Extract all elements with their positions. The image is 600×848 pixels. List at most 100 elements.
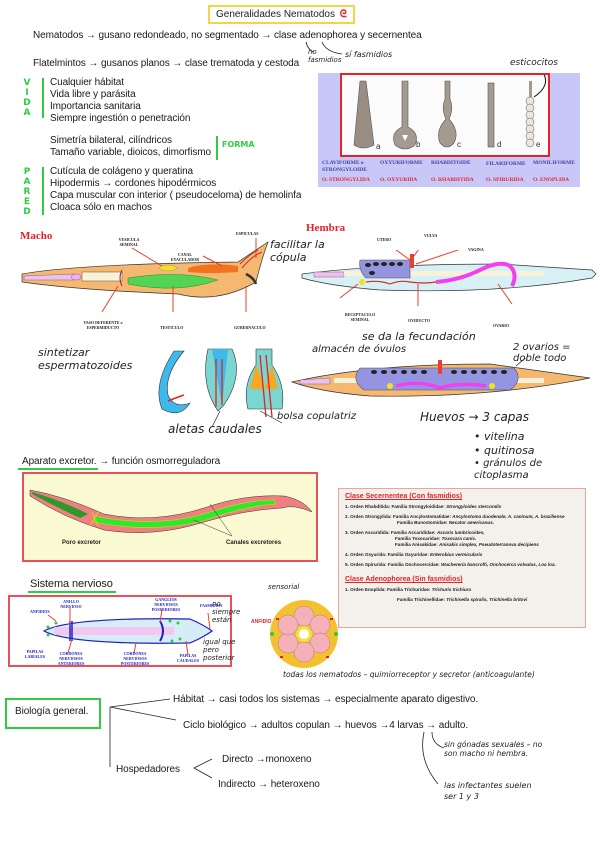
excretor-underline: [18, 468, 98, 470]
secernentea-title: Clase Secernentea (Con fasmidios): [345, 493, 463, 500]
label-utero: UTERO: [377, 237, 392, 242]
label-vesicula: VESICULA SEMINAL: [118, 237, 140, 247]
esophagus-figure: a b c d e CLAVIFORME o STRONGYLOIDE O. S…: [318, 70, 580, 187]
note-sensorial: sensorial: [268, 583, 300, 591]
worm-doodle-icon: ᘓ: [339, 9, 347, 20]
huevos-item-text: vitelina: [484, 430, 525, 443]
note-no-siempre: no siempre están: [212, 600, 241, 624]
class-row-lead: 5. Orden Spirurida: Familia Onchocercida…: [345, 562, 441, 567]
huevos-item: • vitelina: [474, 430, 525, 443]
pared-vertical-label: PARED: [23, 167, 31, 217]
class-row-lead: Familia Trichinellidae:: [397, 597, 447, 602]
forma-item: Tamaño variable, dioicos, dimorfismo: [50, 147, 211, 158]
letter-d: d: [497, 140, 501, 149]
class-row: 2. Orden Strongylida: Familia Ancylostom…: [345, 514, 579, 520]
class-row-species: Enterobius vermicularis: [430, 552, 483, 557]
macho-diagram: [21, 238, 269, 313]
esophagus-image-frame: a b c d e: [340, 70, 550, 157]
class-row-species: Ancylostoma duodenale, A. caninum, A. br…: [452, 514, 565, 519]
label-testiculo: TESTICULO: [160, 325, 184, 330]
class-row: Familia Anisakidae: Anisakis simplex, Ps…: [345, 542, 579, 548]
biologia-label: Biología general.: [15, 706, 89, 717]
class-row-species: Trichuris trichiura: [431, 587, 472, 592]
excretor-heading: Aparato excretor. → función osmorregulad…: [22, 456, 221, 467]
note-infectantes: las infectantes suelen ser 1 y 3: [444, 781, 532, 801]
biologia-directo: Directo →monoxeno: [222, 754, 312, 765]
label-anillo: ANILLO NERVIOSO: [60, 599, 82, 609]
vida-bar: [42, 78, 44, 118]
label-anfidios: ANFIDIOS: [30, 609, 50, 614]
class-row-lead: 3. Orden Ascaridida: Familia Ascarididae…: [345, 530, 437, 535]
pared-item: Cloaca sólo en machos: [50, 202, 152, 213]
esophagus-shapes: a b c d e: [353, 70, 547, 151]
note-esticocitos: esticocitos: [510, 58, 558, 68]
class-row-lead: Familia Anisakidae:: [395, 542, 439, 547]
forma-item: Simetría bilateral, cilíndricos: [50, 135, 172, 146]
classification-box: Clase Secernentea (Con fasmidios) 1. Ord…: [338, 488, 586, 628]
label-ovario: OVARIO: [493, 323, 509, 328]
hembra-didelfica-diagram: [290, 358, 591, 397]
label-poro-excretor: Poro excretor: [62, 540, 102, 546]
note-fecundacion: se da la fecundación: [362, 330, 476, 343]
pared-list: Cutícula de colágeno y queratina Hipoder…: [50, 166, 301, 214]
vida-item: Siempre ingestión o penetración: [50, 113, 191, 124]
note-sin-gonadas: sin gónadas sexuales – no son macho ni h…: [444, 740, 543, 758]
intro-line-flatelmintos: Flatelmintos → gusanos planos → clase tr…: [33, 58, 300, 69]
vida-list: Cualquier hábitat Vida libre y parásita …: [50, 77, 190, 125]
huevos-item-text: quitinosa: [484, 444, 535, 457]
intro-line-nematodos: Nematodos → gusano redondeado, no segmen…: [33, 30, 422, 41]
class-row: Familia Trichinellidae: Trichinella spir…: [345, 597, 579, 603]
biologia-box: Biología general.: [5, 698, 101, 729]
pared-item: Cutícula de colágeno y queratina: [50, 166, 194, 177]
shape-label-oxyuriform: OXYURIFORME: [380, 160, 423, 166]
huevos-item: • quitinosa: [474, 444, 535, 457]
hembra-title: Hembra: [306, 222, 346, 234]
nervioso-figure: ANFIDIOS ANILLO NERVIOSO GANGLIOS NERVIO…: [8, 595, 232, 667]
page-title-text: Generalidades Nematodos: [216, 9, 335, 20]
class-row: Familia Bunostomidae: Necator americanus…: [345, 520, 579, 526]
label-vaso-deferente: VASO DEFERENTE o ESPERMIDUCTO: [83, 320, 123, 330]
forma-list: Simetría bilateral, cilíndricos Tamaño v…: [50, 135, 211, 159]
class-row-lead: Familia Toxocaridae:: [395, 536, 442, 541]
nervioso-worm: [42, 607, 214, 656]
huevos-item-text: gránulos de citoplasma: [474, 458, 543, 481]
order-label-spirurida: O. SPIRURIDA: [486, 177, 524, 183]
letter-e: e: [536, 140, 541, 149]
letter-a: a: [376, 142, 381, 151]
label-vulva: VULVA: [424, 233, 438, 238]
shape-label-rhabditoid: RHABDITOIDE: [431, 160, 471, 166]
excretor-worm: [29, 489, 313, 537]
biologia-hospedadores: Hospedadores: [116, 764, 180, 775]
annotation-lines-intro: [305, 41, 343, 55]
class-row-lead: 1. Orden Enoplida: Familia Trichuridae:: [345, 587, 432, 592]
huevos-title: Huevos → 3 capas: [420, 410, 530, 424]
pared-item: Hipodermis → cordones hipodérmicos: [50, 178, 217, 189]
cross-section-diagram: [270, 600, 338, 668]
note-bolsa-copulatriz: bolsa copulatriz: [277, 411, 357, 422]
label-espiculas: ESPICULAS: [236, 231, 259, 236]
label-vagina: VAGINA: [468, 247, 484, 252]
larvas-annotation-lines: [422, 731, 445, 785]
class-row-species: Wuchereria bancrofti, Onchocerca volvulu…: [440, 562, 556, 567]
class-row-species: Necator americanus.: [448, 520, 495, 525]
huevos-list: • vitelina • quitinosa • gránulos de cit…: [474, 430, 544, 482]
label-receptaculo: RECEPTACULO SEMINAL: [344, 312, 376, 322]
page-title: Generalidades Nematodos ᘓ: [208, 5, 355, 24]
biologia-branch-lines: [109, 698, 213, 779]
class-row-species: Trichinella spiralis, Trichinella britov…: [446, 597, 528, 602]
forma-bar: [216, 136, 218, 160]
order-label-strongylida: O. STRONGYLIDA: [322, 177, 370, 183]
label-ganglios: GANGLIOS NERVIOSOS POSTERIORES: [151, 597, 181, 612]
label-fasmidios: FASMIDIOS: [200, 603, 223, 608]
class-row-lead: Familia Bunostomidae:: [397, 520, 449, 525]
class-row-species: Strongyloides stercoralis: [446, 504, 502, 509]
note-igual-posterior: igual que pero posterior: [203, 638, 236, 662]
pared-bar: [42, 167, 44, 215]
class-row: 1. Orden Rhabditida: Familia Strongyloid…: [345, 504, 579, 510]
class-row-species: Toxocara canis.: [441, 536, 477, 541]
note-facilitar-copula: facilitar la cópula: [270, 238, 325, 264]
class-row-species: Anisakis simplex, Pseudoterranova decipi…: [439, 542, 539, 547]
label-oviducto: OVIDUCTO: [408, 318, 430, 323]
note-almacen-ovulos: almacén de óvulos: [312, 344, 407, 355]
class-row-lead: 4. Orden Oxyurida: Familia Oxyuridae:: [345, 552, 431, 557]
